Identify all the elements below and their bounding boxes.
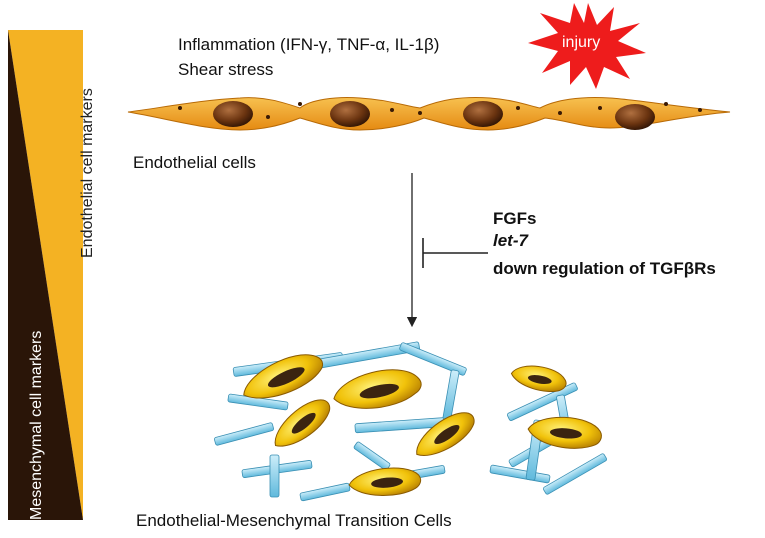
mesenchymal-cells bbox=[243, 354, 602, 496]
nucleus bbox=[330, 101, 370, 127]
stimulus-inflammation: Inflammation (IFN-γ, TNF-α, IL-1β) bbox=[178, 35, 440, 54]
mesenchymal-cell bbox=[243, 354, 324, 399]
inhibition-symbol bbox=[422, 238, 488, 268]
mesenchymal-cell bbox=[274, 399, 331, 447]
injury-burst bbox=[528, 3, 646, 89]
endmt-cells-caption: Endothelial-Mesenchymal Transition Cells bbox=[136, 511, 452, 530]
injury-label: injury bbox=[562, 34, 601, 51]
marker-gradient-bar bbox=[8, 30, 83, 520]
mesenchymal-cell bbox=[527, 416, 602, 449]
mesenchymal-cell bbox=[348, 467, 422, 496]
stimulus-shear-stress: Shear stress bbox=[178, 60, 274, 79]
endothelial-cells-caption: Endothelial cells bbox=[133, 153, 256, 172]
mesenchymal-marker-wedge bbox=[8, 30, 83, 520]
nucleus bbox=[463, 101, 503, 127]
inhibitor-tgfbr-downregulation: down regulation of TGFβRs bbox=[493, 259, 716, 278]
nucleus bbox=[213, 101, 253, 127]
mesenchymal-cell bbox=[510, 365, 567, 392]
mesenchymal-cell bbox=[416, 412, 475, 456]
extracellular-fibers bbox=[214, 341, 607, 502]
nucleus bbox=[615, 104, 655, 130]
mesenchymal-markers-label: Mesenchymal cell markers bbox=[28, 330, 45, 520]
mesenchymal-cell bbox=[333, 369, 422, 409]
endmt-cell-cluster bbox=[214, 341, 607, 502]
endothelial-markers-label: Endothelial cell markers bbox=[79, 88, 96, 258]
endothelial-cell-layer bbox=[127, 97, 731, 131]
inhibitor-let7: let-7 bbox=[493, 231, 528, 250]
inhibitor-fgfs: FGFs bbox=[493, 209, 537, 228]
endothelial-cells-body bbox=[127, 97, 731, 131]
